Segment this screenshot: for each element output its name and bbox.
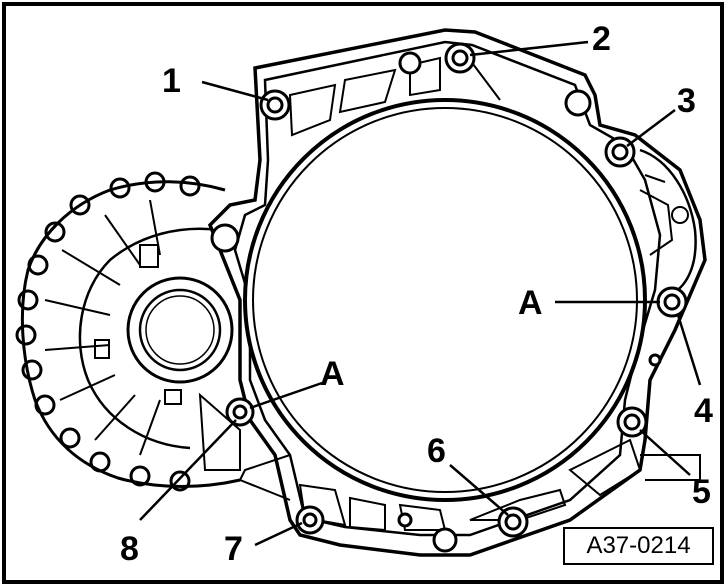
leader-lines (139, 40, 702, 547)
label-7: 7 (224, 530, 243, 568)
bolt-hole-left-upper (210, 223, 240, 253)
label-1: 1 (162, 62, 181, 100)
bolt-hole-3 (604, 136, 636, 168)
leader-7 (254, 521, 303, 547)
leader-a-left (249, 381, 323, 410)
bolt-hole-2 (444, 42, 476, 74)
leader-1 (201, 80, 269, 102)
bolt-hole-right-mid (648, 353, 662, 367)
bolt-hole-6 (497, 506, 529, 538)
leader-6 (449, 464, 509, 516)
leader-5 (639, 429, 691, 476)
leader-2 (469, 40, 589, 57)
bolt-hole-bottom-mid (432, 527, 458, 553)
label-a-right: A (518, 284, 543, 322)
leader-8 (139, 419, 237, 521)
label-3: 3 (677, 82, 696, 120)
bolt-hole-8 (225, 397, 255, 427)
bolt-hole-4 (656, 286, 688, 318)
gearbox-rear-housing (15, 171, 241, 492)
bolt-hole-7 (295, 505, 325, 535)
label-8: 8 (120, 530, 139, 568)
label-5: 5 (692, 473, 711, 511)
callout-labels: 1 2 3 A 4 5 6 7 8 A (120, 20, 713, 568)
bolt-hole-upper-right (564, 89, 592, 117)
label-6: 6 (427, 432, 446, 470)
bolt-holes (210, 42, 688, 553)
bolt-hole-1 (259, 89, 291, 121)
bolt-hole-bottom-small (397, 512, 413, 528)
bolt-hole-top-extra (398, 51, 422, 75)
leader-4 (676, 314, 702, 386)
bolt-hole-5 (616, 406, 648, 438)
label-4: 4 (694, 392, 713, 430)
label-a-left: A (320, 355, 345, 393)
figure-reference-code: A37-0214 (563, 527, 714, 565)
leader-3 (626, 109, 676, 147)
label-2: 2 (592, 20, 611, 58)
